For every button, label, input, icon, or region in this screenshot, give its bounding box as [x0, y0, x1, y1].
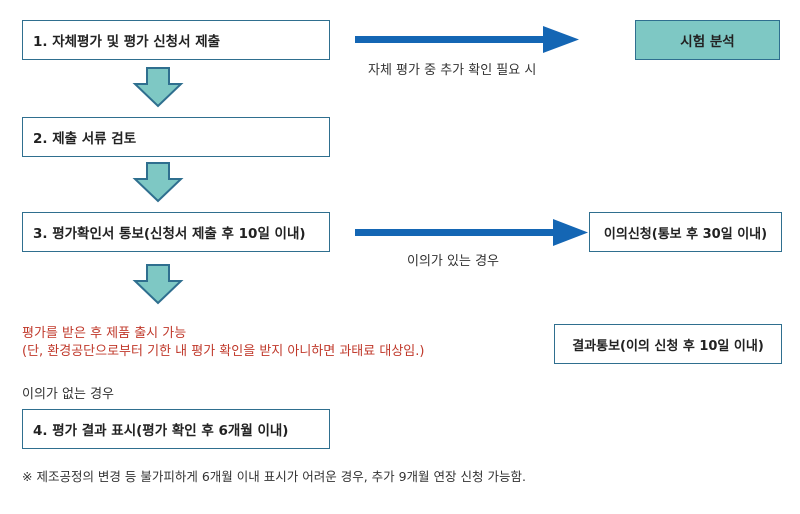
- step-1-box: 1. 자체평가 및 평가 신청서 제출: [22, 20, 330, 60]
- step-1-label: 1. 자체평가 및 평가 신청서 제출: [33, 34, 221, 50]
- test-analysis-label: 시험 분석: [680, 34, 735, 50]
- step-3-label: 3. 평가확인서 통보(신청서 제출 후 10일 이내): [33, 226, 306, 242]
- right-arrow-to-objection: [355, 219, 588, 246]
- step-4-box: 4. 평가 결과 표시(평가 확인 후 6개월 이내): [22, 409, 330, 449]
- step-3-box: 3. 평가확인서 통보(신청서 제출 후 10일 이내): [22, 212, 330, 252]
- no-objection-case-label: 이의가 없는 경우: [22, 387, 114, 402]
- result-notice-label: 결과통보(이의 신청 후 10일 이내): [572, 338, 764, 354]
- result-notice-box: 결과통보(이의 신청 후 10일 이내): [554, 324, 782, 364]
- notice-line-1: 평가를 받은 후 제품 출시 가능: [22, 326, 187, 341]
- right-arrow-to-test: [355, 26, 579, 53]
- down-arrow-2: [132, 162, 184, 203]
- step-2-label: 2. 제출 서류 검토: [33, 131, 137, 147]
- objection-box: 이의신청(통보 후 30일 이내): [589, 212, 782, 252]
- notice-line-2: (단, 환경공단으로부터 기한 내 평가 확인을 받지 아니하면 과태료 대상임…: [22, 344, 425, 359]
- objection-label: 이의신청(통보 후 30일 이내): [603, 226, 768, 242]
- test-analysis-box: 시험 분석: [635, 20, 780, 60]
- footnote: ※ 제조공정의 변경 등 불가피하게 6개월 이내 표시가 어려운 경우, 추가…: [22, 469, 526, 484]
- step-4-label: 4. 평가 결과 표시(평가 확인 후 6개월 이내): [33, 423, 289, 439]
- down-arrow-3: [132, 264, 184, 305]
- objection-case-label: 이의가 있는 경우: [407, 254, 499, 269]
- extra-check-label: 자체 평가 중 추가 확인 필요 시: [368, 63, 537, 78]
- step-2-box: 2. 제출 서류 검토: [22, 117, 330, 157]
- down-arrow-1: [132, 67, 184, 108]
